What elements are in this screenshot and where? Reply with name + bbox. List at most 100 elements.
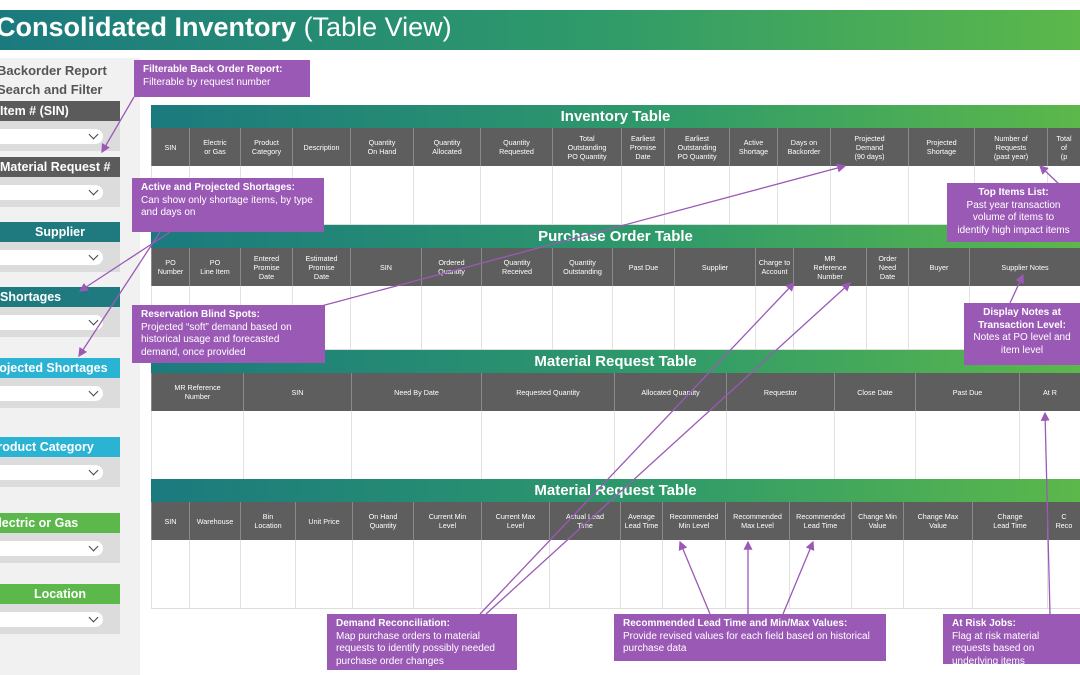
filter-item-sin: Item # (SIN): [0, 101, 120, 151]
column-header: Entered Promise Date: [240, 248, 292, 286]
callout-title: Demand Reconciliation:: [336, 618, 450, 629]
table-body: [151, 540, 1080, 609]
table-title: Purchase Order Table: [151, 225, 1080, 248]
material-request-dropdown[interactable]: [0, 185, 103, 200]
table-column: [295, 540, 296, 608]
table-column: [908, 166, 909, 224]
table-column: [789, 540, 790, 608]
product-category-dropdown[interactable]: [0, 465, 103, 480]
column-header: On Hand Quantity: [352, 502, 413, 540]
column-header: Quantity Allocated: [413, 128, 480, 166]
column-header: Current Max Level: [481, 502, 549, 540]
location-dropdown[interactable]: [0, 612, 103, 627]
table-column: [793, 286, 794, 349]
column-header: Actual Lead Time: [549, 502, 620, 540]
arrow-line: [78, 231, 171, 292]
column-header: Description: [292, 128, 350, 166]
callout-body: Flag at risk material requests based on …: [952, 630, 1040, 667]
table-column: [240, 540, 241, 608]
column-header: Unit Price: [295, 502, 352, 540]
column-header: Warehouse: [189, 502, 240, 540]
shortages-dropdown[interactable]: [0, 315, 103, 330]
table-column: [830, 166, 831, 224]
table-body: [151, 411, 1080, 480]
callout-filterable-report: Filterable Back Order Report: Filterable…: [134, 60, 310, 97]
column-header: Supplier Notes: [969, 248, 1080, 286]
arrow-line: [678, 540, 711, 615]
column-header: Earliest Outstanding PO Quantity: [664, 128, 729, 166]
column-header: Number of Requests (past year): [974, 128, 1047, 166]
table-column: [755, 286, 756, 349]
filter-label: Shortages: [0, 287, 120, 307]
table-column: [725, 540, 726, 608]
table-column: [413, 540, 414, 608]
table-column: [243, 411, 244, 479]
table-column: [777, 166, 778, 224]
projected-shortages-dropdown[interactable]: [0, 386, 103, 401]
report-subtitle: Search and Filter: [0, 82, 103, 97]
column-header: Past Due: [915, 373, 1019, 411]
table-column: [614, 411, 615, 479]
table-column: [908, 286, 909, 349]
table-column: [1047, 540, 1048, 608]
table-column: [851, 540, 852, 608]
report-title: Backorder Report: [0, 63, 107, 78]
table-column: [621, 166, 622, 224]
arrow-line: [101, 96, 135, 154]
column-header: Days on Backorder: [777, 128, 830, 166]
arrow-line: [485, 282, 851, 615]
column-header: Bin Location: [240, 502, 295, 540]
callout-body: Map purchase orders to material requests…: [336, 630, 495, 667]
arrow-line: [78, 231, 161, 358]
filter-label: Electric or Gas: [0, 513, 120, 533]
table-column: [552, 286, 553, 349]
table-title: Material Request Table: [151, 479, 1080, 502]
callout-body: Filterable by request number: [143, 76, 271, 88]
electric-or-gas-dropdown[interactable]: [0, 541, 103, 556]
filter-material-request: Material Request #: [0, 157, 120, 207]
table-column: [481, 411, 482, 479]
callout-title: Filterable Back Order Report:: [143, 64, 283, 75]
column-header: Total of (p: [1047, 128, 1080, 166]
table-column: [549, 540, 550, 608]
supplier-dropdown[interactable]: [0, 250, 103, 265]
table-column: [151, 411, 152, 479]
column-header: Projected Demand (90 days): [830, 128, 908, 166]
column-header: Need By Date: [351, 373, 481, 411]
column-header: Recommended Lead Time: [789, 502, 851, 540]
table-column: [915, 411, 916, 479]
column-header: At R: [1019, 373, 1080, 411]
table-column: [421, 286, 422, 349]
table-column: [729, 166, 730, 224]
table-column: [352, 540, 353, 608]
table-column: [350, 286, 351, 349]
callout-title: Active and Projected Shortages:: [141, 182, 295, 193]
column-header: Order Need Date: [866, 248, 908, 286]
arrow-line: [1040, 411, 1051, 615]
table-column: [674, 286, 675, 349]
arrow-line: [1009, 273, 1024, 304]
column-header: Quantity On Hand: [350, 128, 413, 166]
callout-at-risk-jobs: At Risk Jobs: Flag at risk material requ…: [943, 614, 1080, 667]
column-header: Buyer: [908, 248, 969, 286]
table-column: [662, 540, 663, 608]
column-header: Requestor: [726, 373, 834, 411]
table-column: [1019, 411, 1020, 479]
table-title: Inventory Table: [151, 105, 1080, 128]
arrow-line: [1039, 165, 1061, 186]
table-column: [612, 286, 613, 349]
callout-reservation-blind-spots: Reservation Blind Spots: Projected “soft…: [132, 305, 325, 363]
column-header: Change Lead Time: [972, 502, 1047, 540]
callout-top-items: Top Items List: Past year transaction vo…: [947, 183, 1080, 242]
callout-title: Top Items List:: [978, 187, 1049, 198]
column-header: Product Category: [240, 128, 292, 166]
table-column: [664, 166, 665, 224]
column-header: Quantity Received: [481, 248, 552, 286]
filter-label: Projected Shortages: [0, 358, 120, 378]
item-sin-dropdown[interactable]: [0, 129, 103, 144]
filter-product-category: Product Category: [0, 437, 120, 487]
page-title: Consolidated Inventory (Table View): [0, 12, 452, 42]
